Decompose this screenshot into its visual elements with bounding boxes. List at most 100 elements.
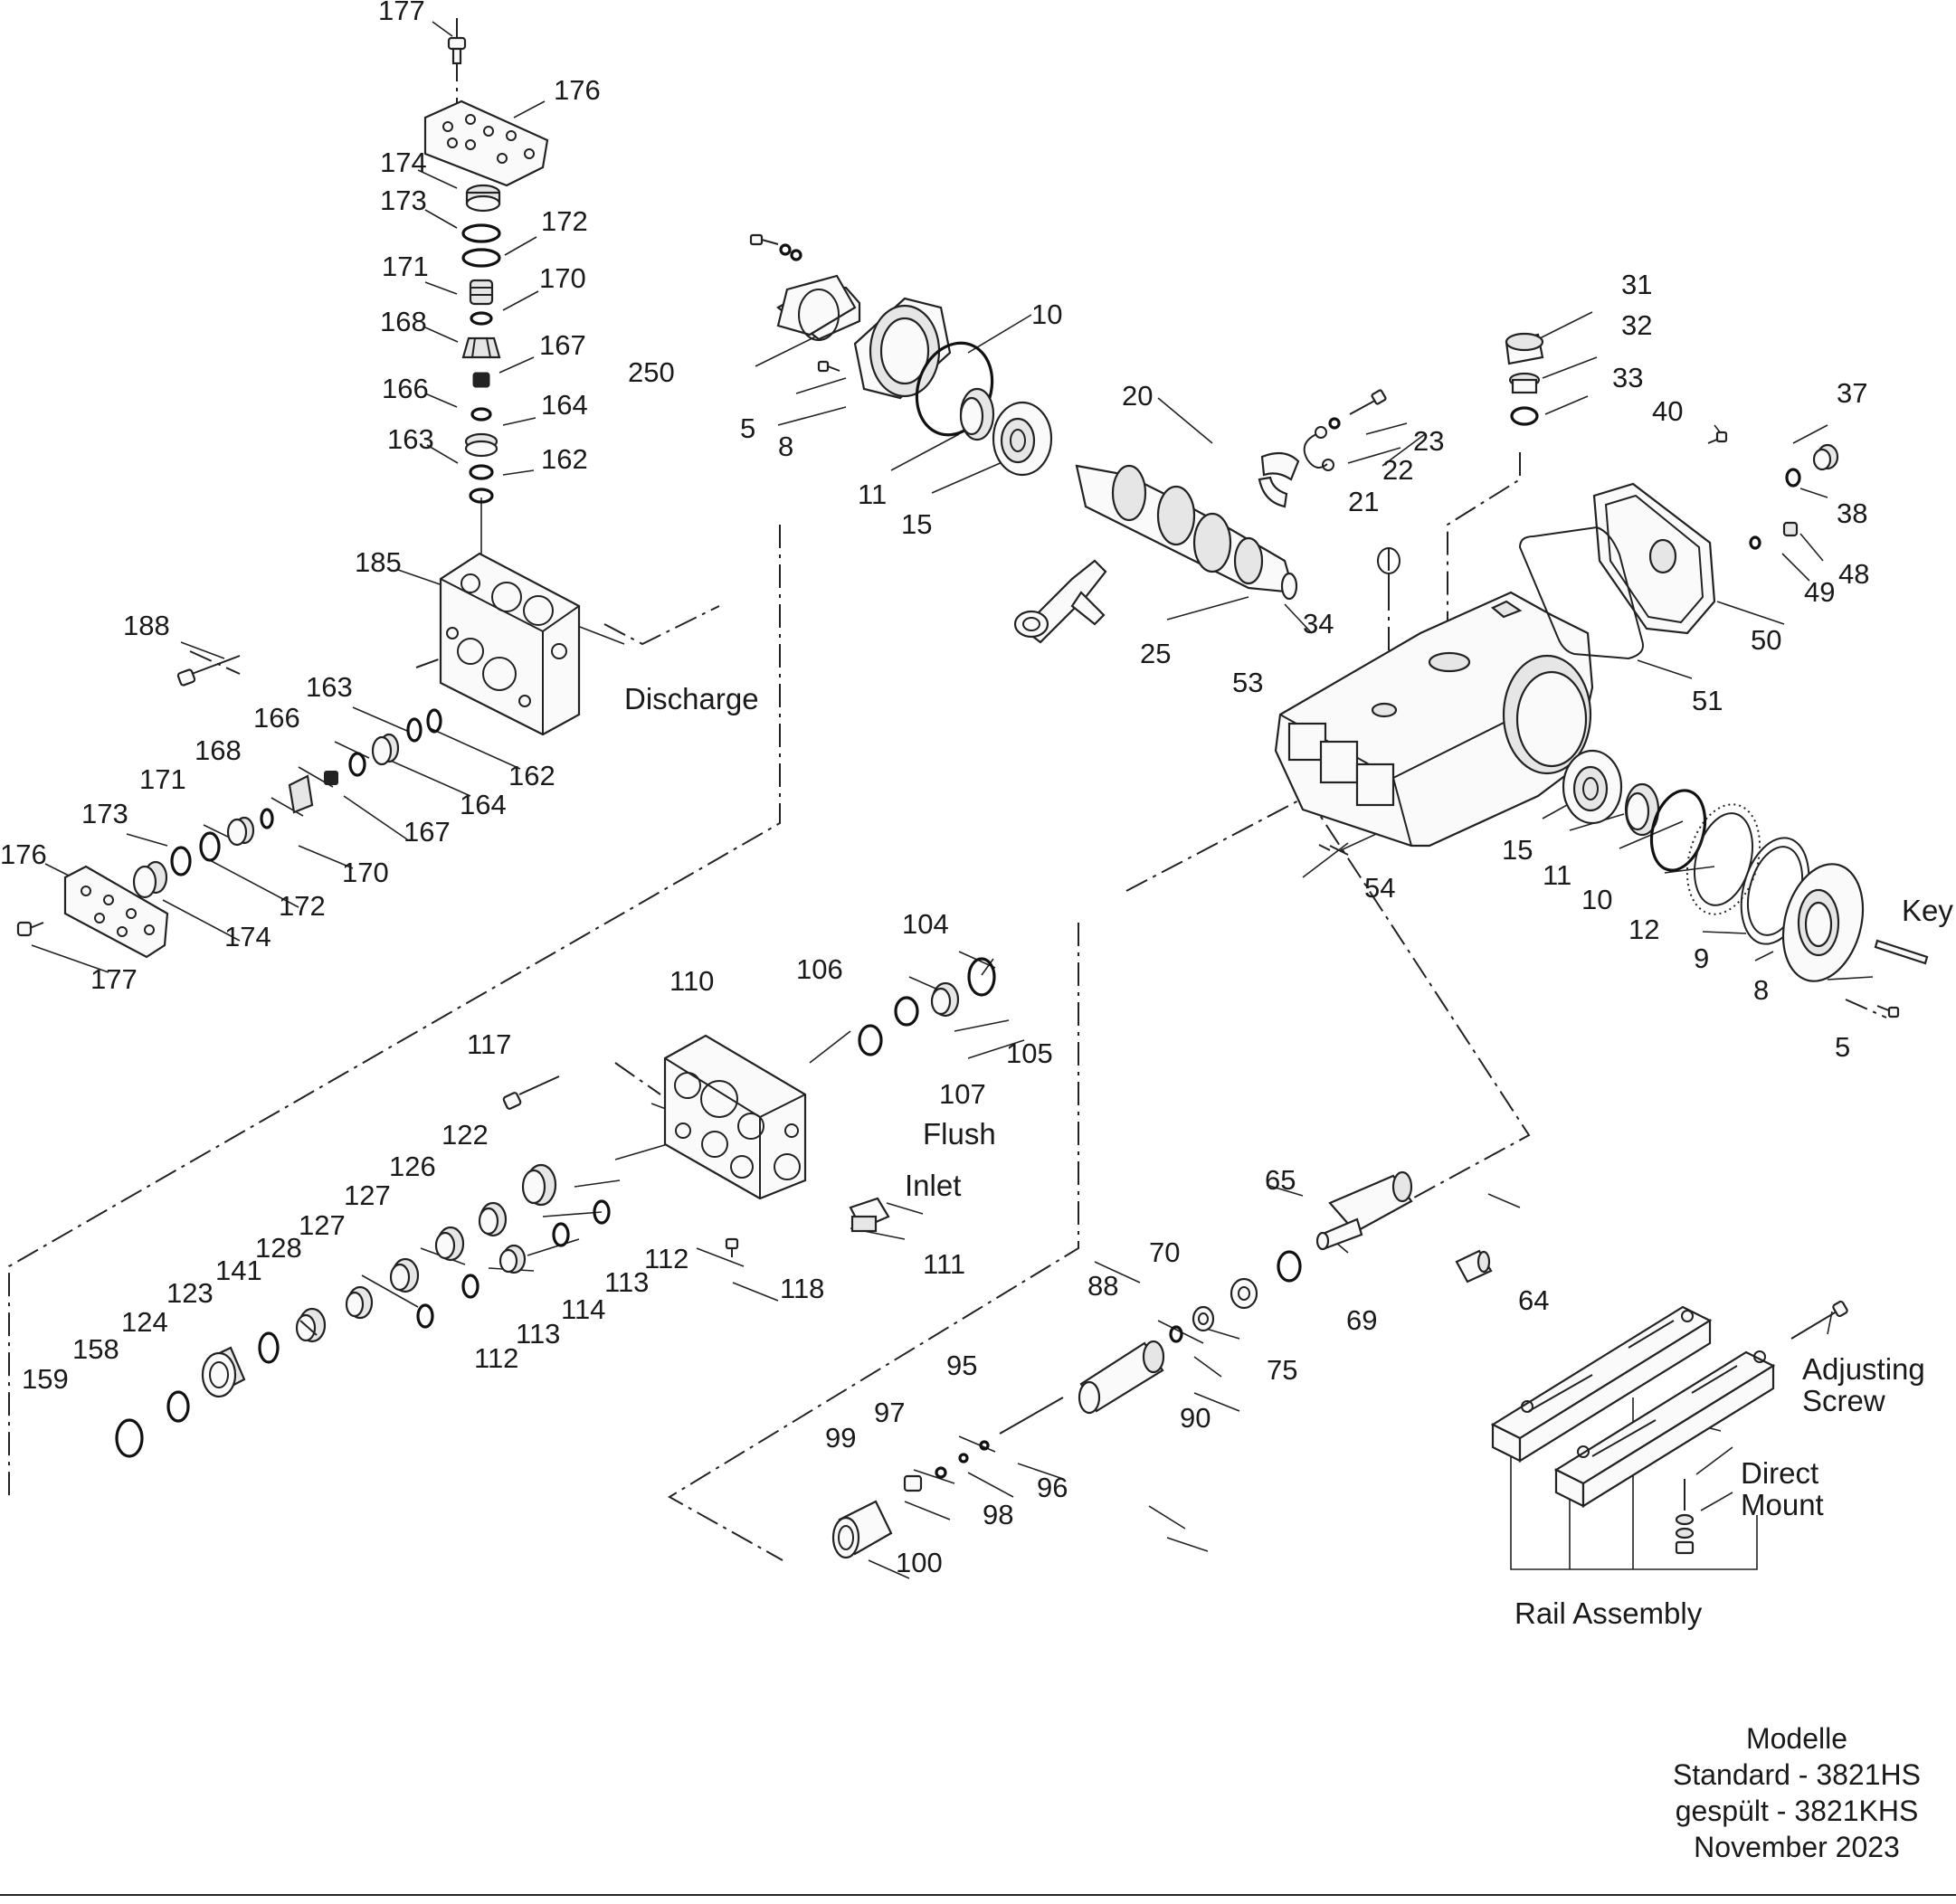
part-number: 38 (1837, 497, 1867, 529)
direct-mount-label: Direct (1741, 1456, 1818, 1490)
leader-lines (31, 21, 1874, 1579)
callout-labels: Discharge Flush Inlet Key Adjusting Scre… (624, 682, 1953, 1630)
oring-162-top (469, 488, 494, 504)
part-number: 167 (539, 329, 586, 361)
cap-174-top (465, 184, 501, 213)
bolt-188 (176, 655, 241, 687)
oring-172-top (461, 248, 501, 268)
part-number: 163 (306, 671, 353, 703)
bearing-shell-20 (1258, 451, 1300, 508)
part-number: 48 (1838, 558, 1869, 590)
part-number: 177 (378, 0, 425, 26)
seal-127-a (434, 1226, 465, 1262)
part-number: 54 (1364, 872, 1395, 904)
seal-122 (521, 1163, 557, 1207)
oring-166-top (470, 407, 492, 422)
spring-171-left (226, 816, 255, 847)
washer-96 (979, 1440, 990, 1451)
part-number: 176 (0, 838, 47, 870)
sleeve-100 (831, 1500, 893, 1559)
oring-163-top (469, 464, 494, 480)
part-number: 141 (215, 1255, 262, 1286)
washer-98 (935, 1466, 947, 1479)
oring-104 (967, 957, 996, 997)
part-number: 104 (902, 908, 949, 940)
part-number: 171 (139, 763, 186, 795)
part-number: 32 (1621, 309, 1652, 341)
part-number: 112 (644, 1243, 688, 1274)
valve-168-left (288, 774, 314, 814)
plug-37 (1812, 443, 1839, 471)
part-number: 124 (121, 1306, 168, 1338)
part-number: 172 (279, 890, 326, 922)
part-number: 10 (1031, 298, 1062, 330)
part-number: 75 (1267, 1354, 1297, 1386)
bearing-15-top (992, 401, 1053, 477)
seal-105 (930, 981, 960, 1018)
part-number: 99 (825, 1422, 856, 1454)
part-number: 23 (1413, 425, 1444, 457)
part-number: 40 (1652, 395, 1683, 427)
oring-113-b (461, 1274, 480, 1299)
part-number: 90 (1180, 1402, 1211, 1434)
part-number: 167 (404, 816, 451, 848)
washer-75 (1192, 1305, 1215, 1332)
oring-107 (858, 1024, 883, 1056)
part-number: 33 (1612, 362, 1643, 393)
model-standard: Standard - 3821HS (1673, 1758, 1921, 1791)
flange-8-top (853, 297, 952, 400)
part-number: 70 (1149, 1236, 1180, 1268)
part-number: 126 (389, 1151, 436, 1182)
part-number: 21 (1348, 486, 1379, 517)
plug-111 (849, 1197, 890, 1233)
oring-166-left (348, 752, 366, 777)
part-number: 185 (355, 546, 402, 578)
part-number: 65 (1265, 1164, 1296, 1196)
washer-97 (958, 1453, 969, 1464)
part-number: 171 (382, 251, 429, 282)
bolt-23 (1349, 389, 1387, 415)
oring-33 (1510, 406, 1539, 426)
part-number: 173 (81, 798, 128, 829)
part-number: 113 (516, 1318, 560, 1350)
seal-11-top (959, 387, 995, 441)
part-number: 95 (946, 1350, 977, 1381)
stud-95 (999, 1397, 1064, 1435)
sleeve-124 (201, 1346, 246, 1398)
part-number: 159 (22, 1363, 69, 1395)
pin-64 (1455, 1249, 1493, 1284)
pin-54 (1318, 844, 1331, 851)
cap-174-left (132, 860, 168, 899)
part-number: 122 (442, 1119, 489, 1151)
spring-167-left (324, 771, 338, 785)
oring-112-a (593, 1199, 611, 1225)
flange-8-right (1781, 863, 1865, 982)
crankshaft-25 (1075, 464, 1298, 601)
adjusting-screw-label: Screw (1802, 1384, 1885, 1417)
part-number: 50 (1751, 624, 1781, 656)
gasket-51 (1518, 526, 1644, 660)
bolt-5-top (817, 360, 840, 373)
part-number: 170 (539, 262, 586, 294)
part-number: 100 (896, 1547, 943, 1578)
part-number: 170 (342, 857, 389, 888)
oring-69 (1277, 1250, 1302, 1283)
oring-163-left (406, 717, 423, 743)
part-number: 127 (299, 1209, 346, 1241)
washer-49 (1749, 535, 1761, 550)
assembly-dash-lines (8, 18, 1887, 1561)
cover-176-top (423, 99, 549, 187)
rear-cover-50 (1592, 482, 1716, 635)
part-number: 117 (467, 1028, 511, 1060)
oring-158 (166, 1390, 190, 1423)
ring-128 (345, 1285, 374, 1320)
oring-112-b (416, 1303, 434, 1329)
part-number: 168 (380, 306, 427, 337)
spring-167-top (472, 372, 490, 388)
part-number: 49 (1804, 576, 1835, 608)
oring-170-left (260, 808, 274, 829)
left-valve-stack (16, 708, 442, 959)
oring-173-left (170, 846, 192, 876)
part-number: 176 (554, 74, 601, 106)
nut-99 (903, 1474, 923, 1492)
